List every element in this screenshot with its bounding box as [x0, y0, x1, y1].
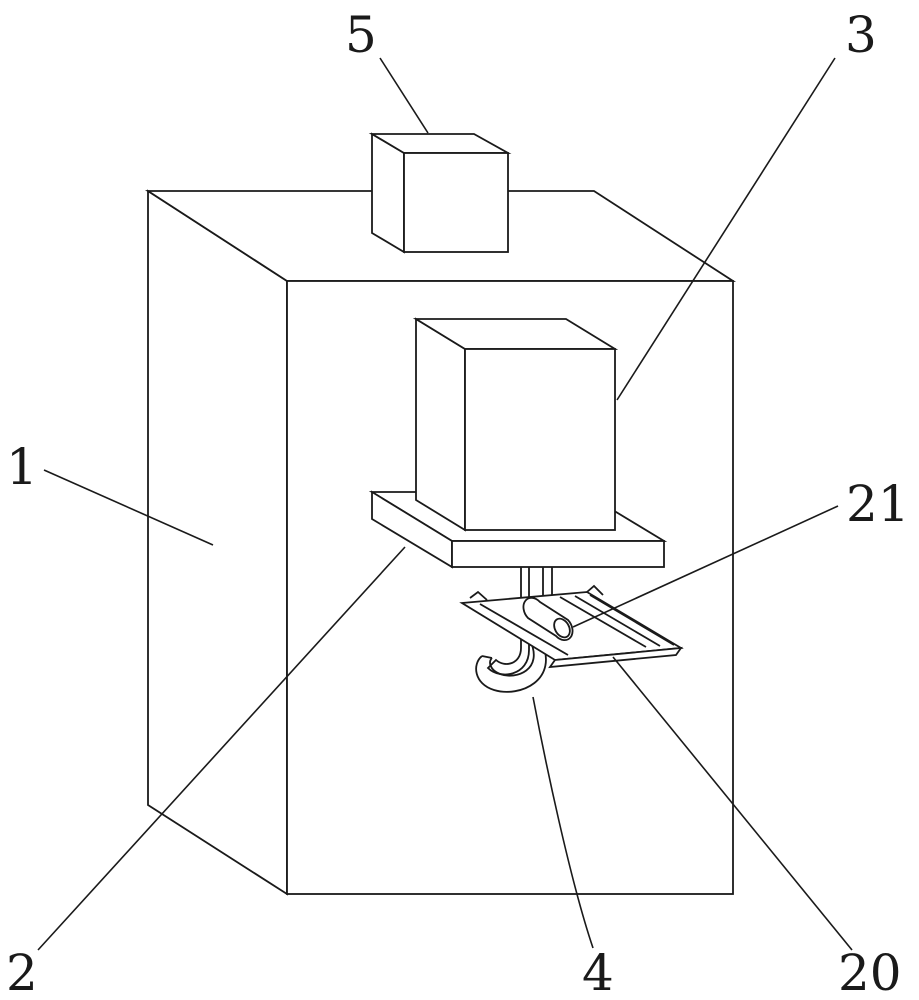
rail-plate-edge — [548, 646, 683, 669]
rail-groove-4 — [589, 594, 675, 646]
label-5: 5 — [345, 6, 377, 64]
roller — [522, 596, 574, 642]
rail-stop-left — [469, 590, 488, 601]
leader-lines — [37, 57, 853, 951]
top-box-front — [403, 152, 509, 253]
leader-2 — [37, 546, 406, 951]
label-20: 20 — [838, 944, 902, 1000]
top-box — [368, 132, 512, 254]
tray-front-edge — [451, 540, 665, 568]
upper-box-side — [415, 317, 466, 532]
top-box-side — [371, 132, 405, 254]
leader-4 — [532, 696, 594, 949]
label-1: 1 — [6, 438, 38, 496]
reference-numerals: 1 2 3 4 5 20 21 — [6, 6, 910, 1000]
label-4: 4 — [582, 944, 614, 1000]
hook-tip — [481, 655, 493, 659]
rail-groove-2 — [559, 596, 647, 648]
upper-box-front — [464, 348, 616, 531]
leader-1 — [43, 469, 214, 546]
label-21: 21 — [846, 475, 910, 533]
hook-curve-outer — [475, 639, 547, 693]
leader-20 — [612, 656, 853, 951]
label-3: 3 — [845, 6, 877, 64]
leader-3 — [616, 57, 836, 401]
housing-left-face — [147, 189, 288, 896]
hook-curve-inner — [489, 639, 535, 677]
rail-groove-1 — [479, 603, 569, 656]
roller-end — [553, 617, 571, 639]
leader-5 — [379, 57, 429, 134]
hook-shape — [486, 619, 530, 676]
upper-box — [412, 317, 619, 532]
hook — [475, 619, 547, 693]
label-2: 2 — [6, 944, 38, 1000]
leader-21 — [572, 505, 839, 628]
rail-groove-3 — [574, 595, 661, 647]
rail-stop-right — [586, 584, 604, 596]
